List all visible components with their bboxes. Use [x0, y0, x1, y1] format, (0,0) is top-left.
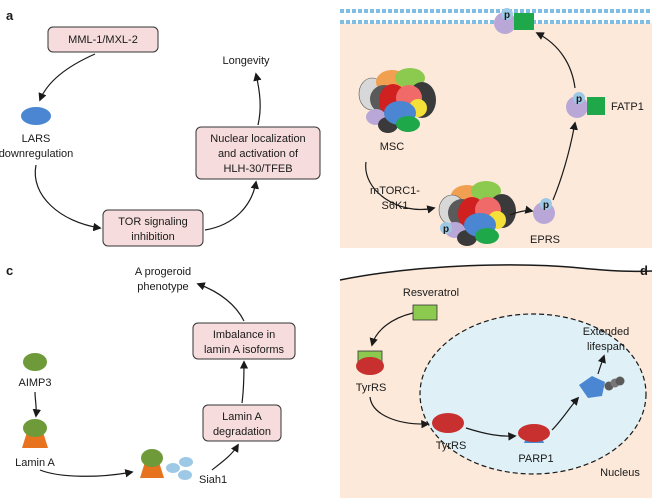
parp1-tyrrs-shape [518, 424, 550, 442]
phospho-on-msc-label: p [443, 224, 449, 235]
panel-a-letter: a [6, 8, 14, 23]
eprs-free-phospho-label: p [543, 200, 549, 211]
arrow-to-lifespan [597, 354, 606, 375]
lars-label-line1: LARS [22, 133, 51, 145]
mtorc-label-line1: mTORC1- [370, 185, 420, 197]
panel-b: b MSC mTORC1- S6K1 [340, 8, 652, 248]
degradation-label-line1: Lamin A [222, 411, 262, 423]
arrow-phospho-to-eprs [509, 205, 534, 216]
lifespan-label-line1: Extended [583, 326, 629, 338]
imbalance-label-line1: Imbalance in [213, 329, 275, 341]
siah1-shape-2 [179, 457, 193, 467]
lifespan-label-line2: lifespan [587, 341, 625, 353]
imbalance-label-line2: lamin A isoforms [204, 344, 285, 356]
panel-c-letter: c [6, 263, 13, 278]
panel-d-letter: d [640, 263, 648, 278]
siah1-shape-3 [178, 470, 192, 480]
nuclear-label-line2: and activation of [218, 148, 299, 160]
tyrrs-outer-shape [356, 357, 384, 375]
aimp3-label: AIMP3 [18, 377, 51, 389]
phenotype-label-line1: A progeroid [135, 266, 191, 278]
resveratrol-shape [412, 304, 438, 321]
lars-label-line2: downregulation [0, 148, 73, 160]
arrow-lamin-to-complex [39, 469, 134, 478]
nucleus [419, 313, 647, 475]
arrow-parp1-to-parylated [551, 396, 580, 431]
tyrrs-inner-shape [432, 413, 464, 433]
bound-lamin-a-shape [140, 462, 164, 478]
degradation-box [202, 404, 282, 442]
tor-box [102, 209, 204, 247]
eprs-fatp1-phospho [573, 92, 585, 104]
mml-box [47, 26, 159, 53]
phosphorylated-msc-complex [438, 181, 516, 246]
par-chain-3 [615, 376, 625, 386]
arrow-fatp1-to-membrane [535, 32, 576, 89]
nuclear-label-line1: Nuclear localization [210, 133, 305, 145]
arrow-nuclear-to-longevity [253, 72, 262, 126]
arrow-siah1-to-degradation [211, 443, 239, 471]
aimp3-shape [23, 353, 47, 371]
arrow-eprs-to-fatp1 [552, 121, 578, 201]
lamin-a-aimp3-shape [23, 419, 47, 437]
arrow-msc-to-phospho [365, 161, 436, 214]
panel-c: c A progeroid phenotype Imbalance in lam… [6, 263, 296, 486]
phenotype-label-line2: phenotype [137, 281, 188, 293]
lamin-a-label: Lamin A [15, 457, 55, 469]
arrow-lars-to-tor [34, 164, 102, 232]
arrow-tor-to-nuclear [204, 180, 259, 231]
tyrrs-outer-label: TyrRS [356, 382, 387, 394]
bound-aimp3-shape [141, 449, 163, 467]
nucleus-label: Nucleus [600, 467, 640, 479]
lamin-a-shape [22, 432, 48, 448]
eprs-free-phospho [540, 198, 552, 210]
tyrrs-inner-label: TyrRS [436, 440, 467, 452]
longevity-label: Longevity [222, 55, 270, 67]
arrow-mml-to-lars [38, 53, 96, 102]
lars-shape [21, 107, 51, 125]
arrow-imbalance-to-phenotype [196, 282, 245, 322]
msc-label: MSC [380, 141, 405, 153]
parp1-label: PARP1 [518, 453, 553, 465]
eprs-fatp1-phospho-label: p [576, 94, 582, 105]
nuclear-box [195, 126, 321, 180]
panel-d: d Nucleus Resveratrol TyrRS TyrRS PARP1 … [339, 263, 653, 498]
siah1-shape-1 [166, 463, 180, 473]
fatp1-shape [587, 97, 605, 115]
arrow-resveratrol-to-tyrrs [369, 312, 414, 347]
degradation-label-line2: degradation [213, 426, 271, 438]
mtorc-label-line2: S6K1 [382, 200, 409, 212]
membrane-fatp1-shape [514, 13, 534, 30]
tor-label-line2: inhibition [131, 231, 174, 243]
arrow-degradation-to-imbalance [239, 360, 249, 404]
nuclear-label-line3: HLH-30/TFEB [223, 163, 292, 175]
eprs-label: EPRS [530, 234, 560, 246]
panel-a: a MML-1/MXL-2 LARS downregulation TOR si… [0, 8, 321, 247]
tor-label-line1: TOR signaling [118, 216, 188, 228]
phospho-on-msc [440, 222, 452, 234]
resveratrol-label: Resveratrol [403, 287, 459, 299]
siah1-label: Siah1 [199, 474, 227, 486]
mml-label: MML-1/MXL-2 [68, 34, 138, 46]
membrane-eprs-phospho [501, 8, 513, 20]
arrow-tyrrs-to-parp1 [465, 427, 517, 441]
imbalance-box [192, 322, 296, 360]
arrow-tyrrs-to-nucleus [369, 396, 430, 429]
msc-complex [358, 68, 436, 133]
membrane-eprs-phospho-label: p [504, 10, 510, 21]
cell-membrane-line [339, 264, 653, 281]
parylated-parp1-shape [579, 376, 605, 398]
arrow-aimp3-to-lamin [32, 391, 41, 418]
fatp1-label: FATP1 [611, 101, 644, 113]
